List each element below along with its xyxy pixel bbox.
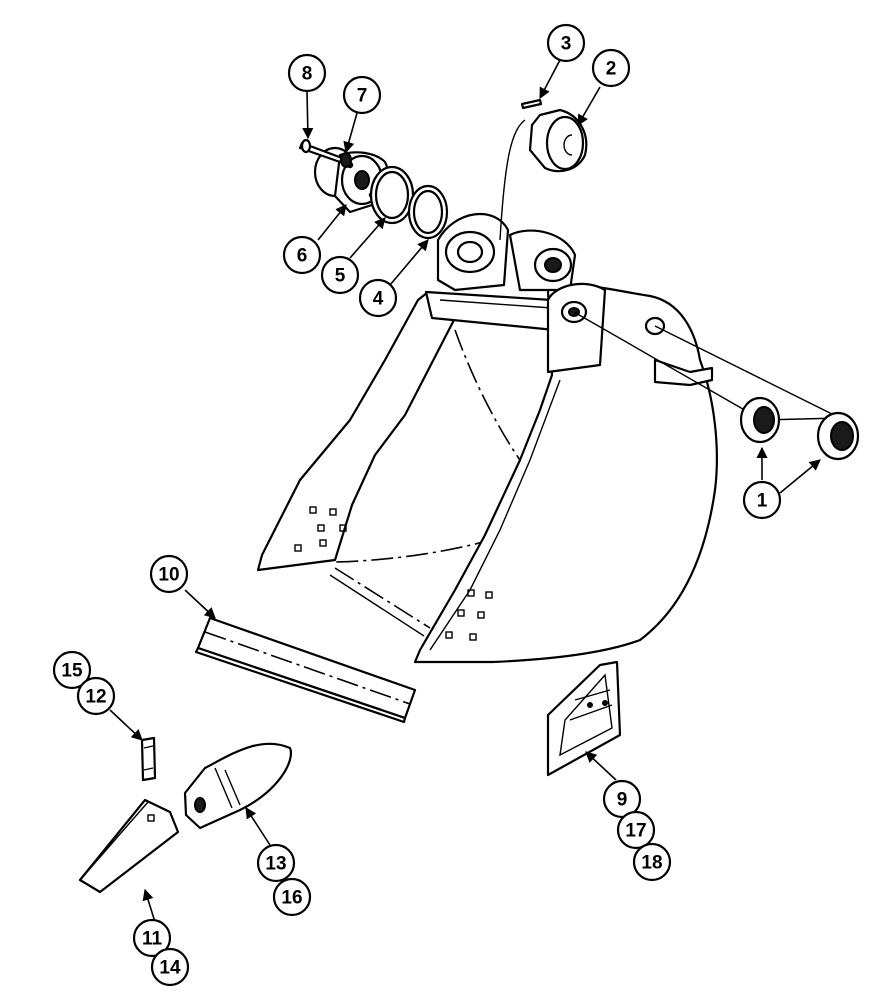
tooth-tip [78,798,180,894]
callout-17: 17 [616,810,656,850]
callout-4: 4 [358,278,398,318]
callout-10-label: 10 [158,565,179,586]
callout-2-label: 2 [606,59,617,80]
cotter-pin [520,98,543,110]
callout-2: 2 [591,48,631,88]
cutting-edge [194,616,417,724]
pin-retainer [528,108,588,173]
callout-1: 1 [742,480,782,520]
callout-14-label: 14 [159,958,181,979]
callout-18-label: 18 [641,853,662,874]
callout-14: 14 [150,947,190,987]
callout-18: 18 [632,842,672,882]
callout-1-label: 1 [757,491,768,512]
callout-6: 6 [282,235,322,275]
tooth-adapter [183,742,292,830]
side-cutter [546,660,622,777]
callout-9: 9 [602,779,642,819]
callout-16-label: 16 [281,888,302,909]
bushing-right-inner [739,396,781,444]
retainer-line [499,119,526,241]
callout-9-label: 9 [617,790,628,811]
leader-lines [109,59,821,923]
callout-8-label: 8 [302,64,313,85]
callout-15-label: 15 [61,661,83,682]
callout-13-label: 13 [265,854,286,875]
callout-12: 12 [76,676,116,716]
callout-11: 11 [132,918,172,958]
callout-17-label: 17 [625,821,646,842]
callout-16: 16 [272,877,312,917]
callout-4-label: 4 [373,289,384,310]
callout-3-label: 3 [561,34,572,55]
callout-8: 8 [287,53,327,93]
callout-7-label: 7 [357,86,368,107]
bushing-right-outer [816,411,860,461]
callout-5: 5 [320,255,360,295]
shim-ring-inner [407,184,449,240]
callout-12-label: 12 [85,687,106,708]
callout-10: 10 [149,554,189,594]
callout-3: 3 [546,23,586,63]
lock-washer [340,152,352,168]
callout-13: 13 [256,843,296,883]
callout-5-label: 5 [335,266,346,287]
callout-11-label: 11 [142,929,163,950]
callout-6-label: 6 [297,246,308,267]
shim-ring-outer [369,165,415,225]
bolt [298,138,344,164]
callout-15: 15 [52,650,92,690]
tooth-pin [140,736,157,782]
bucket-body [256,212,841,664]
callout-7: 7 [342,75,382,115]
